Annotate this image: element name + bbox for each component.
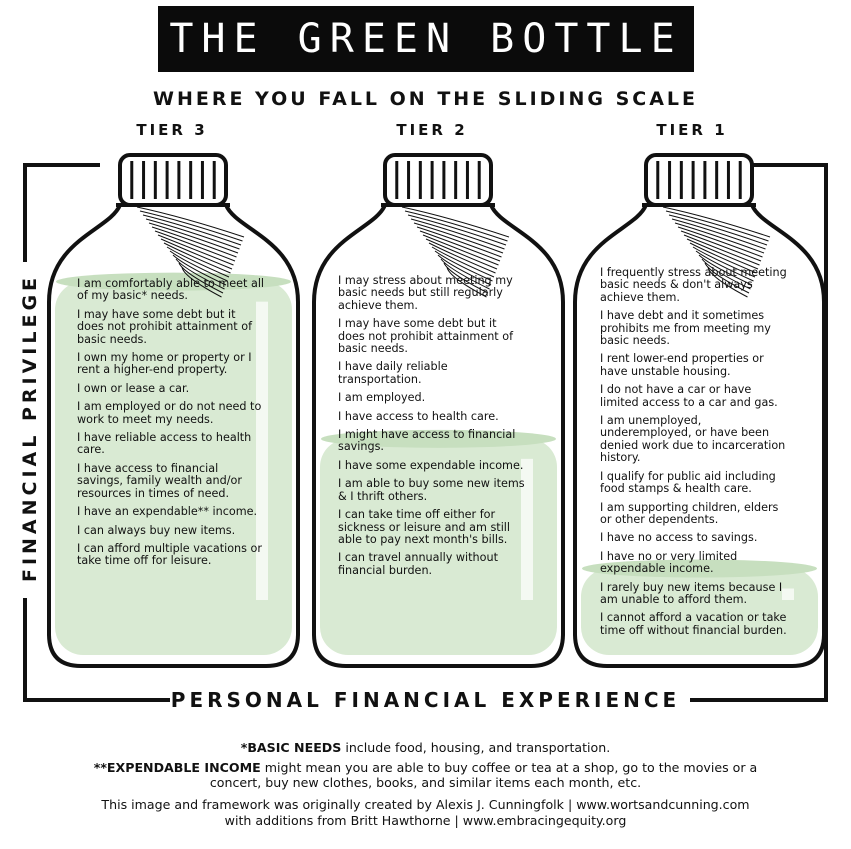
list-item: I own or lease a car. [77, 381, 190, 395]
credit-line-2: with additions from Britt Hawthorne | ww… [224, 813, 627, 828]
tier-1-list: I frequently stress about meeting basic … [600, 266, 790, 643]
liquid-fill [581, 559, 818, 655]
list-item: I can take time off either for sickness … [338, 508, 511, 546]
list-item: I am employed. [338, 391, 426, 405]
bottle-tier-1 [573, 153, 826, 668]
basic-needs-text: include food, housing, and transportatio… [341, 740, 611, 755]
list-item: I can afford multiple vacations or take … [77, 541, 262, 568]
list-item: I rent lower-end properties or have unst… [600, 352, 764, 378]
list-item: I may stress about meeting my basic need… [338, 274, 513, 312]
shoulder-hatching [401, 206, 510, 298]
list-item: I have no access to savings. [600, 531, 758, 545]
tier-1-label: TIER 1 [656, 121, 728, 139]
list-item: I am employed or do not need to work to … [77, 400, 262, 426]
shoulder-hatching [662, 206, 771, 298]
list-item: I do not have a car or have limited acce… [600, 383, 778, 409]
list-item: I may have some debt but it does not pro… [338, 317, 514, 356]
subtitle: WHERE YOU FALL ON THE SLIDING SCALE [152, 88, 699, 110]
tier-3-list: I am comfortably able to meet all of my … [77, 277, 265, 574]
list-item: I am able to buy some new items & I thri… [338, 477, 525, 503]
list-item: I have debt and it sometimes prohibits m… [600, 309, 771, 348]
tier-2-label: TIER 2 [396, 121, 468, 139]
tier-2-list: I may stress about meeting my basic need… [338, 274, 526, 583]
bottle-cap [642, 153, 756, 207]
bottle-cap [116, 153, 230, 207]
list-item: I have access to health care. [338, 409, 499, 423]
list-item: I have access to financial savings, fami… [77, 461, 242, 500]
expendable-term: **EXPENDABLE INCOME [93, 760, 261, 775]
list-item: I own my home or property or I rent a hi… [77, 351, 252, 377]
footnote-expendable-income: **EXPENDABLE INCOME might mean you are a… [0, 760, 851, 790]
list-item: I have some expendable income. [338, 458, 524, 472]
list-item: I am supporting children, elders or othe… [600, 500, 779, 526]
footnote-basic-needs: *BASIC NEEDS include food, housing, and … [0, 740, 851, 755]
tier-3-label: TIER 3 [136, 121, 208, 139]
shoulder-hatching [136, 206, 245, 298]
liquid-fill [320, 429, 557, 655]
list-item: I qualify for public aid including food … [600, 469, 776, 496]
bottle-tier-3 [47, 153, 300, 668]
list-item: I am unemployed, underemployed, or have … [600, 414, 786, 465]
expendable-text: might mean you are able to buy coffee or… [209, 760, 758, 790]
list-item: I have no or very limited expendable inc… [600, 549, 738, 576]
liquid-fill [55, 272, 292, 655]
list-item: I have an expendable** income. [77, 505, 258, 519]
list-item: I have reliable access to health care. [77, 431, 252, 457]
bottle-cap [381, 153, 495, 207]
list-item: I cannot afford a vacation or take time … [600, 611, 787, 637]
list-item: I am comfortably able to meet all of my … [77, 277, 265, 303]
list-item: I might have access to financial savings… [338, 428, 516, 454]
list-item: I can always buy new items. [77, 523, 236, 537]
page-title: THE GREEN BOTTLE [169, 16, 683, 62]
credit-line-1: This image and framework was originally … [101, 797, 750, 812]
list-item: I can travel annually without financial … [338, 551, 498, 577]
list-item: I have daily reliable transportation. [338, 360, 448, 386]
basic-needs-term: *BASIC NEEDS [240, 740, 342, 755]
list-item: I rarely buy new items because I am unab… [600, 580, 783, 606]
x-axis-label: PERSONAL FINANCIAL EXPERIENCE [170, 688, 681, 712]
list-item: I may have some debt but it does not pro… [77, 307, 253, 346]
list-item: I frequently stress about meeting basic … [600, 266, 787, 304]
bottle-tier-2 [312, 153, 565, 668]
title-banner: THE GREEN BOTTLE [158, 6, 694, 72]
